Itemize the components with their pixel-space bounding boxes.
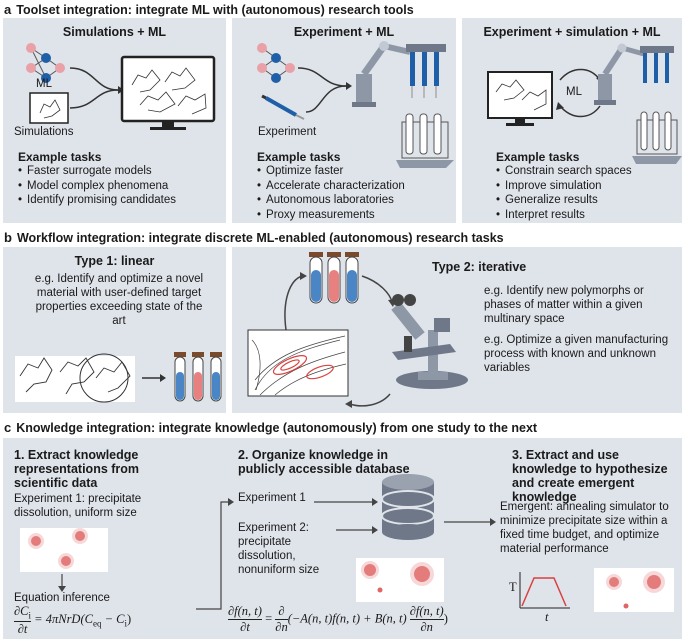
- molecule-structure-icon: [15, 353, 135, 403]
- contour-map-icon: [247, 329, 349, 397]
- annealing-profile-plot: [519, 572, 570, 609]
- microscope-icon: [391, 294, 468, 389]
- panel-title: Experiment + ML: [293, 25, 395, 39]
- eq2-f-num: ∂f(n, t): [409, 604, 444, 618]
- task-list: Faster surrogate models Model complex ph…: [18, 164, 176, 208]
- list-item: Proxy measurements: [257, 208, 405, 223]
- equation-1: ∂Ci ∂t = 4πNrD(Ceq − Ci): [14, 604, 131, 637]
- optimized-precipitate-sample: [594, 568, 674, 612]
- emergent-description: Emergent: annealing simulator to minimiz…: [500, 501, 669, 555]
- eq2-d-den: ∂n: [275, 620, 288, 634]
- type2-title: Type 2: iterative: [432, 260, 527, 274]
- section-title-text: Toolset integration: integrate ML with (…: [16, 3, 414, 17]
- robot-arm-icon: [352, 41, 446, 107]
- eq2-lhs-den: ∂t: [240, 620, 250, 634]
- list-item: Autonomous laboratories: [257, 193, 405, 208]
- eq1-sub1: eq: [92, 618, 102, 629]
- type1-title: Type 1: linear: [74, 254, 155, 268]
- section-letter: c: [4, 420, 12, 435]
- database-icon: [381, 474, 435, 540]
- eq2-f-den: ∂n: [420, 620, 433, 634]
- task-list: Optimize faster Accelerate characterizat…: [257, 164, 405, 222]
- section-c-title: c Knowledge integration: integrate knowle…: [4, 420, 537, 435]
- experiment-2-description: Experiment 2: precipitate dissolution, n…: [238, 522, 320, 576]
- list-item: Improve simulation: [496, 179, 632, 194]
- section-letter: a: [4, 2, 12, 17]
- ml-network-icon: [257, 43, 295, 83]
- experiment-1-label: Experiment 1: [238, 492, 306, 504]
- simulations-label: Simulations: [14, 126, 74, 138]
- section-a-title: a Toolset integration: integrate ML with …: [4, 2, 414, 17]
- simulation-monitor-icon: [29, 92, 69, 124]
- eq2-mid: (−A(n, t)f(n, t) + B(n, t): [287, 611, 407, 626]
- eq2-lhs-num: ∂f(n, t): [228, 604, 262, 618]
- pipette-icon: [261, 94, 305, 120]
- section-letter: b: [4, 230, 12, 245]
- example-tasks-heading: Example tasks: [18, 150, 102, 164]
- robot-arm-icon: [594, 43, 674, 105]
- monitor-icon: [487, 71, 553, 126]
- eq1-sub2: i: [124, 618, 128, 629]
- type1-description: e.g. Identify and optimize a novel mater…: [34, 273, 204, 327]
- section-b-title: b Workflow integration: integrate discret…: [4, 230, 504, 245]
- eq1-mid: − C: [101, 612, 125, 627]
- panel-knowledge-integration: [3, 438, 682, 639]
- list-item: Constrain search spaces: [496, 164, 632, 179]
- experiment-1-description: Experiment 1: precipitate dissolution, u…: [14, 493, 142, 519]
- type2-description-2: e.g. Optimize a given manufacturing proc…: [484, 334, 669, 374]
- eq2-eq: =: [265, 611, 273, 626]
- experiment-label: Experiment: [258, 126, 317, 138]
- equation-2: ∂f(n, t) ∂t = ∂ ∂n (−A(n, t)f(n, t) + B(…: [228, 604, 448, 635]
- section-title-text: Knowledge integration: integrate knowled…: [16, 421, 538, 435]
- col3-heading: 3. Extract and use knowledge to hypothes…: [512, 448, 668, 504]
- col1-heading: 1. Extract knowledge representations fro…: [14, 448, 140, 490]
- list-item: Model complex phenomena: [18, 179, 176, 194]
- ml-network-icon: [26, 43, 65, 83]
- test-tubes-icon: [309, 252, 359, 304]
- type2-description-1: e.g. Identify new polymorphs or phases o…: [484, 285, 644, 325]
- col2-heading: 2. Organize knowledge in publicly access…: [238, 448, 410, 476]
- annealing-y-axis-label: T: [509, 580, 517, 594]
- test-tubes-icon: [174, 352, 222, 402]
- example-tasks-heading: Example tasks: [496, 150, 580, 164]
- nonuniform-precipitate-sample: [356, 558, 444, 602]
- equation-inference-label: Equation inference: [14, 592, 110, 604]
- panel-title: Experiment + simulation + ML: [483, 25, 661, 39]
- ml-label: ML: [566, 86, 582, 98]
- panel-title: Simulations + ML: [62, 25, 167, 39]
- eq2-d-num: ∂: [278, 604, 285, 618]
- eq2-end: ): [443, 611, 448, 626]
- list-item: Optimize faster: [257, 164, 405, 179]
- eq1-num: ∂C: [14, 604, 29, 618]
- section-title-text: Workflow integration: integrate discrete…: [16, 231, 504, 245]
- uniform-precipitate-sample: [20, 528, 108, 572]
- ml-label: ML: [36, 78, 52, 90]
- list-item: Faster surrogate models: [18, 164, 176, 179]
- eq1-rhs: = 4πNrD(C: [34, 612, 93, 627]
- test-tube-rack-icon: [632, 111, 682, 164]
- big-monitor-icon: [120, 55, 216, 130]
- eq1-end: ): [127, 612, 132, 627]
- list-item: Accelerate characterization: [257, 179, 405, 194]
- list-item: Generalize results: [496, 193, 632, 208]
- test-tube-rack-icon: [396, 113, 454, 168]
- task-list: Constrain search spaces Improve simulati…: [496, 164, 632, 222]
- eq1-num-sub: i: [28, 610, 32, 621]
- example-tasks-heading: Example tasks: [257, 150, 341, 164]
- eq1-den: ∂t: [17, 621, 28, 636]
- annealing-x-axis-label: t: [545, 610, 549, 624]
- list-item: Identify promising candidates: [18, 193, 176, 208]
- list-item: Interpret results: [496, 208, 632, 223]
